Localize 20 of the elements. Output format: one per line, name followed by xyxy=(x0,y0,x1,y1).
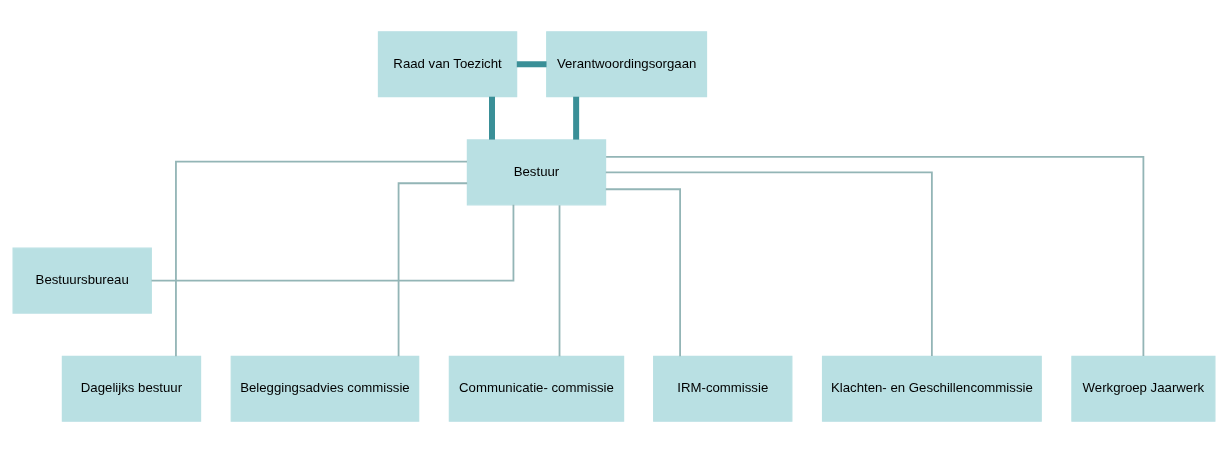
connector xyxy=(397,181,469,357)
node-box: Werkgroep Jaarwerk xyxy=(1071,355,1216,422)
connector xyxy=(604,171,933,357)
connector xyxy=(604,187,681,357)
connector xyxy=(573,96,580,140)
connector xyxy=(489,96,496,140)
node-box: Dagelijks bestuur xyxy=(61,355,202,422)
connector xyxy=(558,203,561,357)
connector xyxy=(150,203,515,281)
node-box: IRM-commissie xyxy=(653,355,793,422)
connector xyxy=(605,155,1145,357)
connector xyxy=(175,160,468,357)
node-box: Bestuursbureau xyxy=(12,247,152,314)
node-box: Communicatie- commissie xyxy=(448,355,625,422)
node-box: Raad van Toezicht xyxy=(377,30,518,97)
node-box: Klachten- en Geschillencommissie xyxy=(821,355,1042,422)
node-box: Beleggingsadvies commissie xyxy=(230,355,420,422)
node-box: Bestuur xyxy=(466,138,607,205)
node-box: Verantwoordingsorgaan xyxy=(546,30,708,97)
connector xyxy=(516,60,547,67)
